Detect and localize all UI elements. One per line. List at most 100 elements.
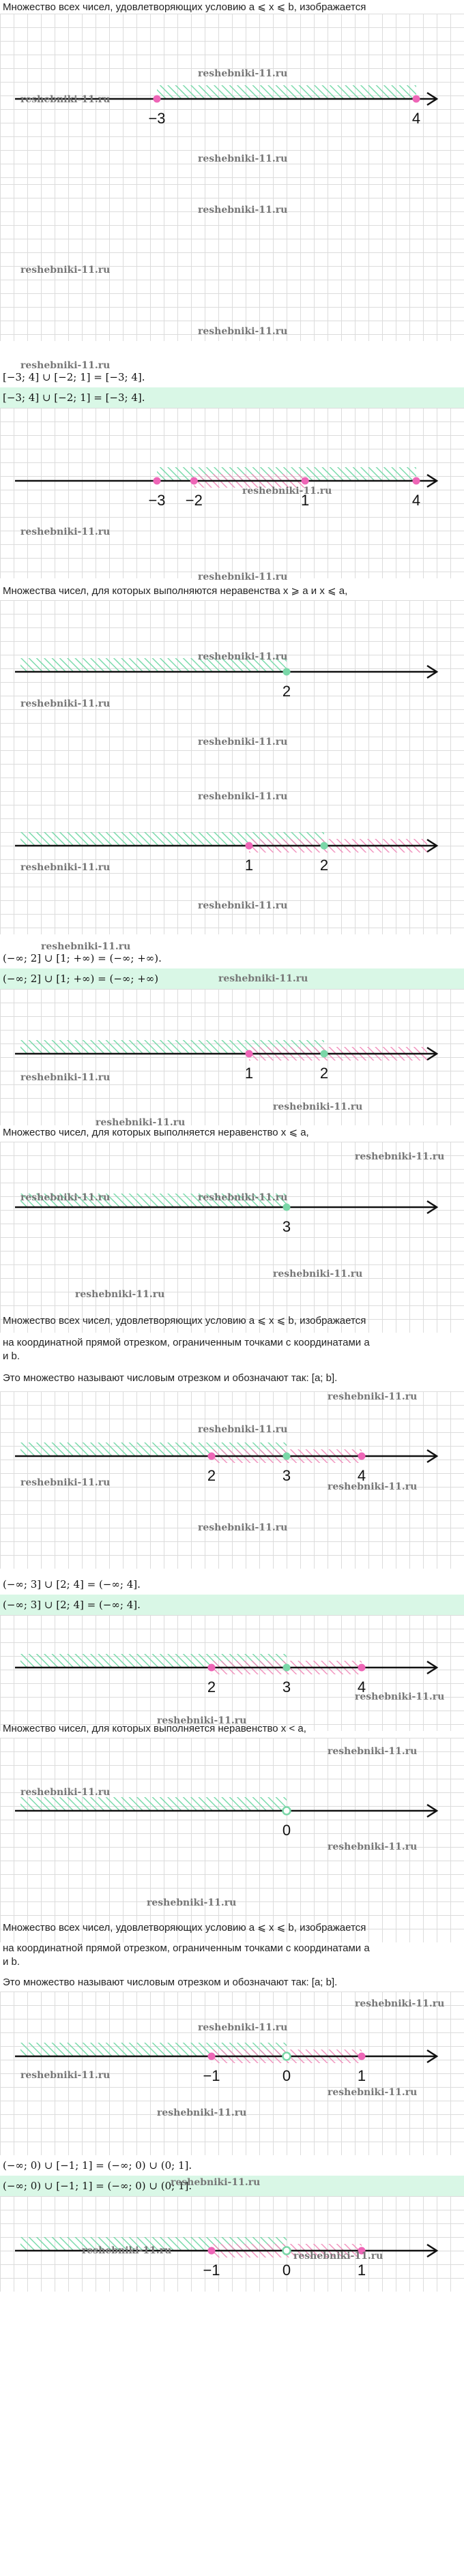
watermark: reshebniki-11.ru — [355, 1691, 445, 1702]
tick-label: 1 — [245, 1065, 253, 1082]
watermark: reshebniki-11.ru — [198, 205, 288, 216]
paragraph: Это множество называют числовым отрезком… — [3, 1977, 338, 1988]
paragraph: Множество всех чисел, удовлетворяющих ус… — [3, 1315, 366, 1327]
watermark: reshebniki-11.ru — [198, 572, 288, 582]
tick-label: 4 — [358, 1678, 366, 1696]
tick-label: 0 — [282, 2067, 291, 2084]
formula: [−3; 4] ∪ [−2; 1] = [−3; 4]. — [3, 371, 145, 383]
watermark: reshebniki-11.ru — [198, 326, 288, 337]
grid-background — [0, 1992, 464, 2155]
point-marker — [358, 2052, 366, 2060]
axis-arrow-icon — [426, 1449, 439, 1464]
point-marker — [282, 2246, 291, 2255]
number-line-figure: 2 — [0, 638, 464, 713]
green-hatch-region — [20, 1194, 287, 1207]
point-marker — [320, 842, 328, 850]
paragraph: на координатной прямой отрезком, огранич… — [3, 1942, 370, 1954]
point-marker — [282, 1452, 291, 1460]
formula: (−∞; 0) ∪ [−1; 1] = (−∞; 0) ∪ (0; 1]. — [3, 2159, 192, 2172]
point-marker — [207, 1452, 216, 1460]
grid-background — [0, 1142, 464, 1333]
watermark: reshebniki-11.ru — [20, 527, 111, 537]
point-marker — [412, 95, 420, 103]
axis-arrow-icon — [426, 1200, 439, 1215]
watermark: reshebniki-11.ru — [355, 1151, 445, 1162]
tick-label: 3 — [282, 1467, 291, 1484]
green-hatch-region — [20, 1797, 287, 1811]
paragraph: и b. — [3, 1956, 20, 1968]
number-line-svg: 3 — [15, 1194, 439, 1235]
point-marker — [207, 2247, 216, 2255]
watermark: reshebniki-11.ru — [20, 698, 111, 709]
watermark: reshebniki-11.ru — [328, 1391, 418, 1402]
tick-label: 1 — [301, 492, 309, 509]
axis-arrow-icon — [426, 664, 439, 679]
point-marker — [358, 1663, 366, 1672]
watermark: reshebniki-11.ru — [198, 737, 288, 747]
number-line-figure: 0 — [0, 1777, 464, 1852]
green-hatch-region — [157, 85, 416, 99]
grid-background — [0, 1738, 464, 1942]
watermark: reshebniki-11.ru — [198, 1424, 288, 1435]
watermark: reshebniki-11.ru — [75, 1289, 165, 1300]
paragraph: Множества чисел, для которых выполняются… — [3, 585, 348, 597]
axis-arrow-icon — [426, 838, 439, 853]
watermark: reshebniki-11.ru — [328, 1841, 418, 1852]
tick-label: 4 — [412, 110, 420, 127]
watermark: reshebniki-11.ru — [198, 2022, 288, 2033]
paragraph: и b. — [3, 1350, 20, 1362]
formula: (−∞; 3] ∪ [2; 4] = (−∞; 4]. — [3, 1578, 141, 1590]
watermark: reshebniki-11.ru — [198, 68, 288, 79]
tick-label: 0 — [282, 2262, 291, 2279]
number-line-figure: −3 4 — [0, 65, 464, 140]
watermark: reshebniki-11.ru — [20, 2070, 111, 2081]
watermark: reshebniki-11.ru — [41, 941, 131, 952]
watermark: reshebniki-11.ru — [198, 900, 288, 911]
tick-label: 2 — [207, 1467, 216, 1484]
point-marker — [245, 1050, 253, 1058]
tick-label: −3 — [148, 110, 165, 127]
point-marker — [358, 1452, 366, 1460]
watermark: reshebniki-11.ru — [218, 973, 308, 984]
grid-background — [0, 184, 464, 341]
point-marker — [412, 477, 420, 485]
paragraph: Множество чисел, для которых выполняется… — [3, 1127, 309, 1138]
axis-arrow-icon — [426, 2243, 439, 2258]
point-marker — [153, 477, 161, 485]
formula: (−∞; 2] ∪ [1; +∞) = (−∞; +∞). — [3, 952, 162, 964]
tick-label: 0 — [282, 1822, 291, 1839]
point-marker — [282, 668, 291, 676]
watermark: reshebniki-11.ru — [96, 1117, 186, 1128]
point-marker — [245, 842, 253, 850]
watermark: reshebniki-11.ru — [20, 265, 111, 276]
paragraph: Множество всех чисел, удовлетворяющих ус… — [3, 1922, 366, 1934]
grid-background — [0, 778, 464, 934]
watermark: reshebniki-11.ru — [20, 94, 111, 105]
paragraph: Множество всех чисел, удовлетворяющих ус… — [3, 1, 366, 13]
paragraph: Это множество называют числовым отрезком… — [3, 1372, 338, 1384]
watermark: reshebniki-11.ru — [198, 153, 288, 164]
watermark: reshebniki-11.ru — [20, 1072, 111, 1083]
axis-arrow-icon — [426, 2049, 439, 2064]
grid-background — [0, 1391, 464, 1569]
point-marker — [301, 477, 309, 485]
tick-label: 2 — [207, 1678, 216, 1696]
paragraph: Множество чисел, для которых выполняется… — [3, 1723, 306, 1734]
watermark: reshebniki-11.ru — [328, 1746, 418, 1757]
point-marker — [153, 95, 161, 103]
point-marker — [190, 477, 198, 485]
number-line-svg: 2 — [15, 658, 439, 700]
watermark: reshebniki-11.ru — [20, 1477, 111, 1488]
point-marker — [358, 2247, 366, 2255]
